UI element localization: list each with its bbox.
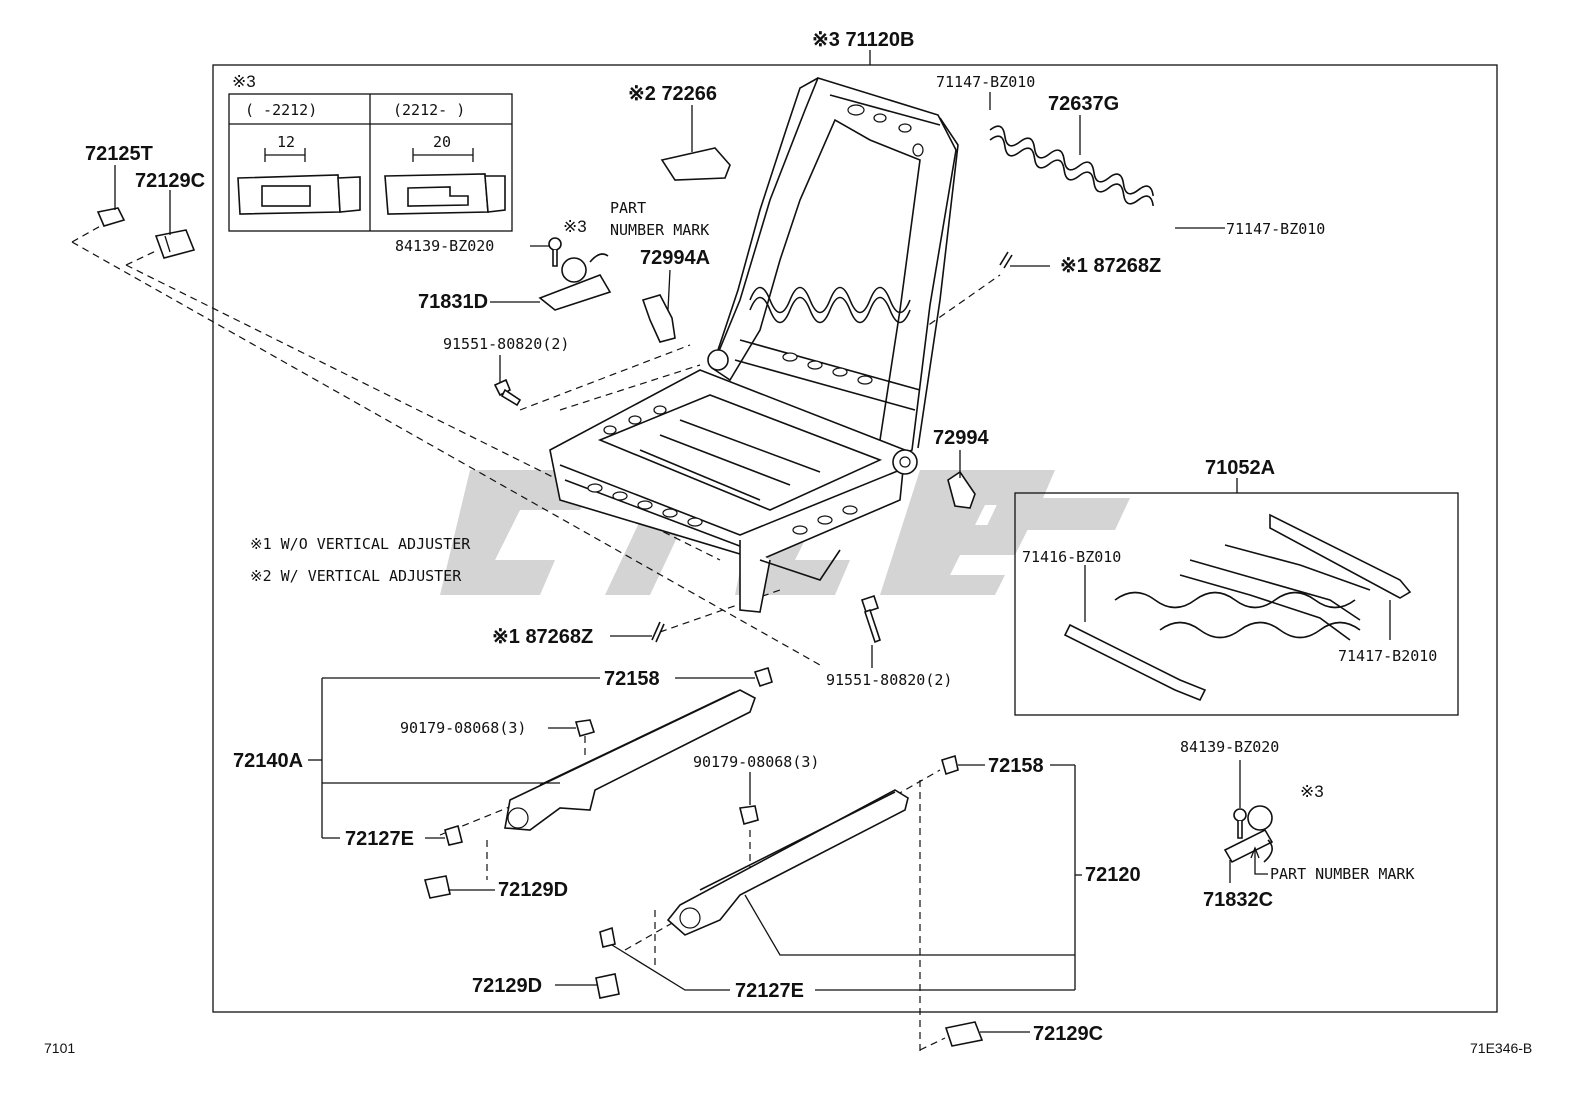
- label-87268Z-a: ※1 87268Z: [1060, 255, 1161, 277]
- clip-87268Z-b: [651, 621, 665, 643]
- rail-72120: [666, 789, 909, 936]
- nut-90179-b: [739, 805, 759, 825]
- label-72129D-b: 72129D: [472, 975, 542, 997]
- seat-back-frame: [711, 77, 959, 462]
- label-part-number-mark-a1: PART: [610, 199, 646, 217]
- labels: ※3 71120B ※3 ( -2212) (2212- ) 12 20 721…: [44, 29, 1532, 1056]
- leader-lines: [114, 92, 1391, 1033]
- label-84139-b: 84139-BZ020: [1180, 738, 1279, 756]
- label-part-number-mark-a2: NUMBER MARK: [610, 221, 709, 239]
- label-72127E-b: 72127E: [735, 980, 804, 1002]
- label-71416: 71416-BZ010: [1022, 548, 1121, 566]
- bolt-84139-a: [548, 237, 562, 267]
- label-72129D-a: 72129D: [498, 879, 568, 901]
- footer-right-code: 71E346-B: [1470, 1040, 1532, 1056]
- label-note3-col1: ( -2212): [245, 101, 317, 119]
- label-note3-header: ※3: [232, 72, 256, 91]
- spring-72637G: [989, 125, 1154, 207]
- label-71831D: 71831D: [418, 291, 488, 313]
- label-72158-a: 72158: [604, 668, 660, 690]
- label-72158-b: 72158: [988, 755, 1044, 777]
- label-72266: ※2 72266: [628, 83, 717, 105]
- label-71147-a: 71147-BZ010: [936, 73, 1035, 91]
- label-87268Z-b: ※1 87268Z: [492, 626, 593, 648]
- clip-72129C-bottom: [944, 1021, 984, 1047]
- label-part-number-mark-b: PART NUMBER MARK: [1270, 865, 1415, 883]
- label-71147-b: 71147-BZ010: [1226, 220, 1325, 238]
- bracket-71831D: [538, 253, 612, 311]
- label-72120: 72120: [1085, 864, 1141, 886]
- clip-72127E-b: [599, 926, 616, 948]
- label-72637G: 72637G: [1048, 93, 1119, 115]
- clip-72158-b: [941, 754, 959, 776]
- label-91551-b: 91551-80820(2): [826, 671, 952, 689]
- seat-cushion-frame: [549, 349, 918, 613]
- clip-72129D-b: [595, 973, 620, 999]
- label-note1: ※1 W/O VERTICAL ADJUSTER: [250, 535, 471, 553]
- label-72129C-bottom: 72129C: [1033, 1023, 1103, 1045]
- label-72129C-top: 72129C: [135, 170, 205, 192]
- nut-90179-a: [574, 719, 596, 760]
- label-72127E-a: 72127E: [345, 828, 414, 850]
- label-top-assembly: ※3 71120B: [812, 29, 914, 51]
- label-72994A: 72994A: [640, 247, 710, 269]
- label-90179-b: 90179-08068(3): [693, 753, 819, 771]
- spring-mat-71052A: [1063, 513, 1412, 702]
- label-note3-col2: (2212- ): [393, 101, 465, 119]
- label-71832C: 71832C: [1203, 889, 1273, 911]
- label-mark3-a: ※3: [563, 217, 587, 236]
- main-frame-border: [212, 64, 1498, 1013]
- clip-72129C-top: [154, 229, 196, 259]
- clip-72129D-a: [423, 875, 451, 899]
- label-71052A: 71052A: [1205, 457, 1275, 479]
- clip-72158-a: [753, 666, 773, 688]
- label-72994: 72994: [933, 427, 989, 449]
- bolt-91551-a: [493, 378, 522, 407]
- bracket-72266: [660, 147, 731, 181]
- label-84139-a: 84139-BZ020: [395, 237, 494, 255]
- label-note3-dim2: 20: [433, 133, 451, 151]
- note3-table: [228, 93, 513, 232]
- label-72125T: 72125T: [85, 143, 153, 165]
- clip-72125T: [96, 207, 126, 227]
- label-72140A: 72140A: [233, 750, 303, 772]
- bracket-71832C: [1223, 805, 1274, 864]
- bracket-72994: [947, 470, 976, 509]
- rail-72140A: [504, 689, 756, 831]
- label-note3-dim1: 12: [277, 133, 295, 151]
- clip-72127E-a: [444, 824, 463, 846]
- label-71417: 71417-B2010: [1338, 647, 1437, 665]
- bolt-84139-b: [1233, 808, 1247, 839]
- label-91551-a: 91551-80820(2): [443, 335, 569, 353]
- bolt-91551-b: [860, 594, 881, 644]
- label-note2: ※2 W/ VERTICAL ADJUSTER: [250, 567, 462, 585]
- clip-87268Z-a: [999, 251, 1013, 269]
- bracket-72994A: [641, 294, 676, 343]
- footer-left-code: 7101: [44, 1040, 75, 1056]
- label-mark3-b: ※3: [1300, 782, 1324, 801]
- label-90179-a: 90179-08068(3): [400, 719, 526, 737]
